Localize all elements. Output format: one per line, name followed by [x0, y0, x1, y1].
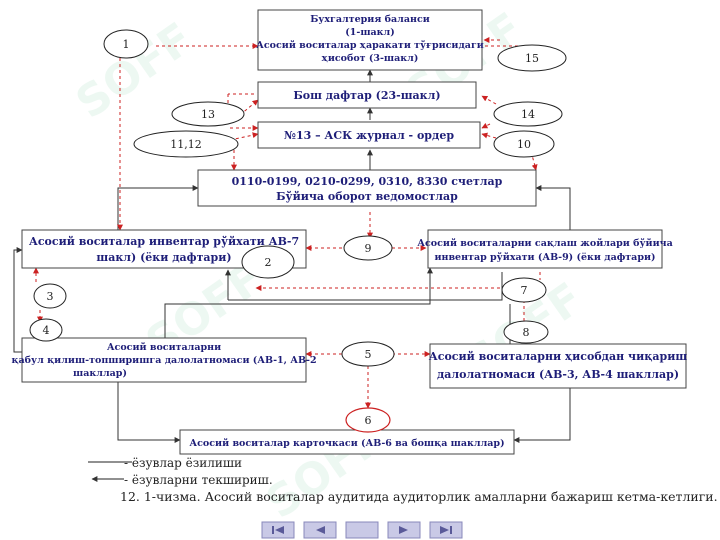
diagram-label: Бўйича оборот ведомостлар [276, 190, 458, 203]
node-10: 10 [493, 130, 555, 158]
node-6: 6 [345, 407, 391, 433]
box-inventory-list-right: Асосий воситаларни сақлаш жойлари бўйича… [417, 229, 673, 269]
next-page-icon [399, 526, 408, 534]
last-page-icon [440, 526, 449, 534]
diagram-label: 1 [123, 38, 130, 51]
next-page-button[interactable] [387, 521, 421, 539]
diagram-label: 3 [47, 290, 54, 303]
diagram-label: 8 [523, 326, 530, 339]
connectors [13, 27, 571, 443]
node-8: 8 [503, 320, 549, 344]
diagram-label: 0110-0199, 0210-0299, 0310, 8330 счетлар [232, 175, 503, 188]
box-turnover-statements: 0110-0199, 0210-0299, 0310, 8330 счетлар… [197, 169, 537, 207]
diagram-label: 13 [201, 108, 215, 121]
node-5: 5 [341, 341, 395, 367]
figure-caption: 12. 1-чизма. Асосий воситалар аудитида а… [120, 489, 718, 504]
box-journal-order: №13 – АСК журнал - ордер [257, 121, 481, 149]
previous-page-icon [316, 526, 325, 534]
previous-page-button[interactable] [303, 521, 337, 539]
first-page-button[interactable] [261, 521, 295, 539]
diagram-label: қабул қилиш-топширишга далолатномаси (АВ… [11, 355, 316, 366]
diagram-label: Асосий воситалар инвентар рўйхати АВ-7 [29, 235, 299, 248]
diagram-label: шакллар) [73, 368, 127, 379]
diagram-label: Асосий воситалар карточкаси (АВ-6 ва бош… [189, 438, 504, 449]
node-11-12: 11,12 [133, 130, 239, 158]
node-9: 9 [343, 235, 393, 261]
diagram-label: ҳисобот (3-шакл) [322, 53, 419, 64]
node-13: 13 [171, 101, 245, 127]
diagram-label: №13 – АСК журнал - ордер [284, 129, 454, 142]
box-writeoff-act: Асосий воситаларни ҳисобдан чиқариш дало… [429, 343, 688, 389]
diagram-label: Асосий воситаларни ҳисобдан чиқариш [429, 350, 688, 363]
diagram-label: 5 [365, 348, 372, 361]
box-asset-cards: Асосий воситалар карточкаси (АВ-6 ва бош… [179, 429, 515, 455]
navigation-bar [261, 521, 463, 539]
diagram-label: инвентар рўйхати (АВ-9) (ёки дафтари) [434, 252, 655, 263]
box-balance-sheet: Бухгалтерия баланси (1-шакл) Асосий воси… [256, 9, 484, 71]
last-page-button[interactable] [429, 521, 463, 539]
diagram-label: 14 [521, 108, 535, 121]
diagram-label: 6 [365, 414, 372, 427]
box-inventory-list-left: Асосий воситалар инвентар рўйхати АВ-7 ш… [21, 229, 307, 269]
legend-solid-label: - ёзувлар ёзилиши [124, 456, 242, 470]
diagram-label: Асосий воситаларни сақлаш жойлари бўйича [417, 238, 672, 249]
legend: - ёзувлар ёзилиши - ёзувларни текшириш. [88, 456, 273, 487]
diagram-label: 11,12 [170, 138, 202, 151]
first-page-icon [275, 526, 284, 534]
diagram-label: (1-шакл) [345, 27, 394, 38]
box-general-ledger: Бош дафтар (23-шакл) [257, 81, 477, 109]
diagram-label: 7 [521, 284, 528, 297]
diagram-label: Бухгалтерия баланси [310, 14, 430, 25]
diagram-label: 9 [365, 242, 372, 255]
diagram-label: далолатномаси (АВ-3, АВ-4 шакллар) [437, 368, 679, 381]
diagram-label: Бош дафтар (23-шакл) [293, 89, 440, 102]
last-page-icon [450, 526, 452, 534]
diagram-label: Асосий воситалар ҳаракати тўғрисидаги [256, 40, 484, 51]
blank-nav-button[interactable] [345, 521, 379, 539]
node-15: 15 [497, 44, 567, 72]
diagram-label: Асосий воситаларни [107, 342, 221, 353]
node-3: 3 [33, 283, 67, 309]
first-page-icon [272, 526, 274, 534]
diagram-label: 10 [517, 138, 531, 151]
box-acceptance-act: Асосий воситаларни қабул қилиш-топширишг… [11, 337, 317, 383]
diagram-label: 2 [265, 256, 272, 269]
diagram-label: 4 [43, 324, 50, 337]
diagram-label: шакл) (ёки дафтари) [96, 251, 231, 264]
legend-dashed-label: - ёзувларни текшириш. [124, 473, 273, 487]
node-2: 2 [241, 245, 295, 279]
node-1: 1 [103, 29, 149, 59]
node-7: 7 [501, 277, 547, 303]
node-4: 4 [29, 318, 63, 342]
diagram-label: 15 [525, 52, 539, 65]
node-14: 14 [493, 101, 563, 127]
